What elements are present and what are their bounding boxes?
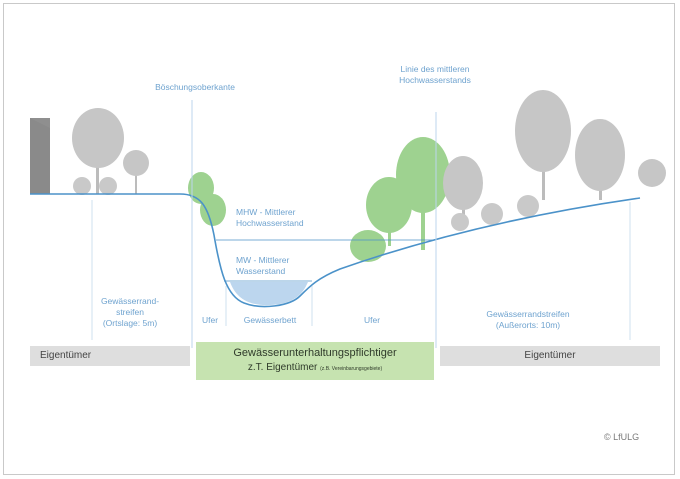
- copyright-text: © LfULG: [604, 432, 640, 442]
- bar-maintenance-duty: Gewässerunterhaltungspflichtiger z.T. Ei…: [196, 342, 434, 380]
- label-hochwasserlinie-line2: Hochwasserstands: [399, 75, 471, 85]
- label-mhw-line1: MHW - Mittlerer: [236, 207, 296, 217]
- bar-maintenance-line1: Gewässerunterhaltungspflichtiger: [233, 347, 397, 359]
- label-left-strip: Gewässerrand- streifen (Ortslage: 5m): [80, 296, 180, 329]
- tree-green-bank-left: [188, 172, 226, 226]
- tree-grey-right-1: [443, 156, 483, 218]
- label-right-strip-line2: (Außerorts: 10m): [495, 320, 561, 330]
- label-ufer-right: Ufer: [363, 315, 381, 325]
- tree-green-right-mid: [366, 177, 412, 246]
- label-mhw: MHW - Mittlerer Hochwasserstand: [236, 207, 346, 229]
- label-left-strip-line2: streifen: [116, 307, 144, 317]
- ground-profile-line: [30, 193, 641, 308]
- label-boeschungsoberkante: Böschungsoberkante: [155, 82, 235, 92]
- bar-maintenance-owner: z.T. Eigentümer: [247, 362, 318, 373]
- tree-green-right-small: [350, 230, 386, 262]
- label-hochwasserlinie-line1: Linie des mittleren: [400, 64, 470, 74]
- label-left-strip-line3: (Ortslage: 5m): [102, 318, 158, 328]
- label-mw-line1: MW - Mittlerer: [236, 255, 290, 265]
- bar-left-owner: Eigentümer: [30, 346, 190, 366]
- bar-right-owner: Eigentümer: [440, 346, 660, 366]
- label-gewaesserbett: Gewässerbett: [243, 315, 297, 325]
- shrubs-grey-right: [451, 195, 539, 231]
- water-body: [230, 282, 308, 306]
- tree-grey-left-2: [123, 150, 149, 194]
- bar-maintenance-note: (z.B. Vereinbarungsgebiete): [320, 366, 383, 372]
- label-mw-line2: Wasserstand: [236, 266, 286, 276]
- label-right-strip-line1: Gewässerrandstreifen: [486, 309, 570, 319]
- label-mhw-line2: Hochwasserstand: [236, 218, 304, 228]
- label-left-strip-line1: Gewässerrand-: [100, 296, 160, 306]
- label-hochwasserlinie: Linie des mittleren Hochwasserstands: [370, 64, 500, 86]
- tree-grey-right-2: [515, 90, 571, 200]
- label-mw: MW - Mittlerer Wasserstand: [236, 255, 346, 277]
- shrub-grey-left-1: [73, 177, 91, 195]
- label-right-strip: Gewässerrandstreifen (Außerorts: 10m): [458, 309, 598, 331]
- tree-grey-right-4: [638, 159, 666, 187]
- shrub-grey-left-2: [99, 177, 117, 195]
- label-ufer-left: Ufer: [201, 315, 219, 325]
- tree-grey-left-1: [72, 108, 124, 194]
- bar-maintenance-line2: z.T. Eigentümer (z.B. Vereinbarungsgebie…: [196, 361, 434, 376]
- building-roof: [30, 118, 50, 194]
- tree-grey-right-3: [575, 119, 625, 200]
- figure-frame: [3, 3, 675, 475]
